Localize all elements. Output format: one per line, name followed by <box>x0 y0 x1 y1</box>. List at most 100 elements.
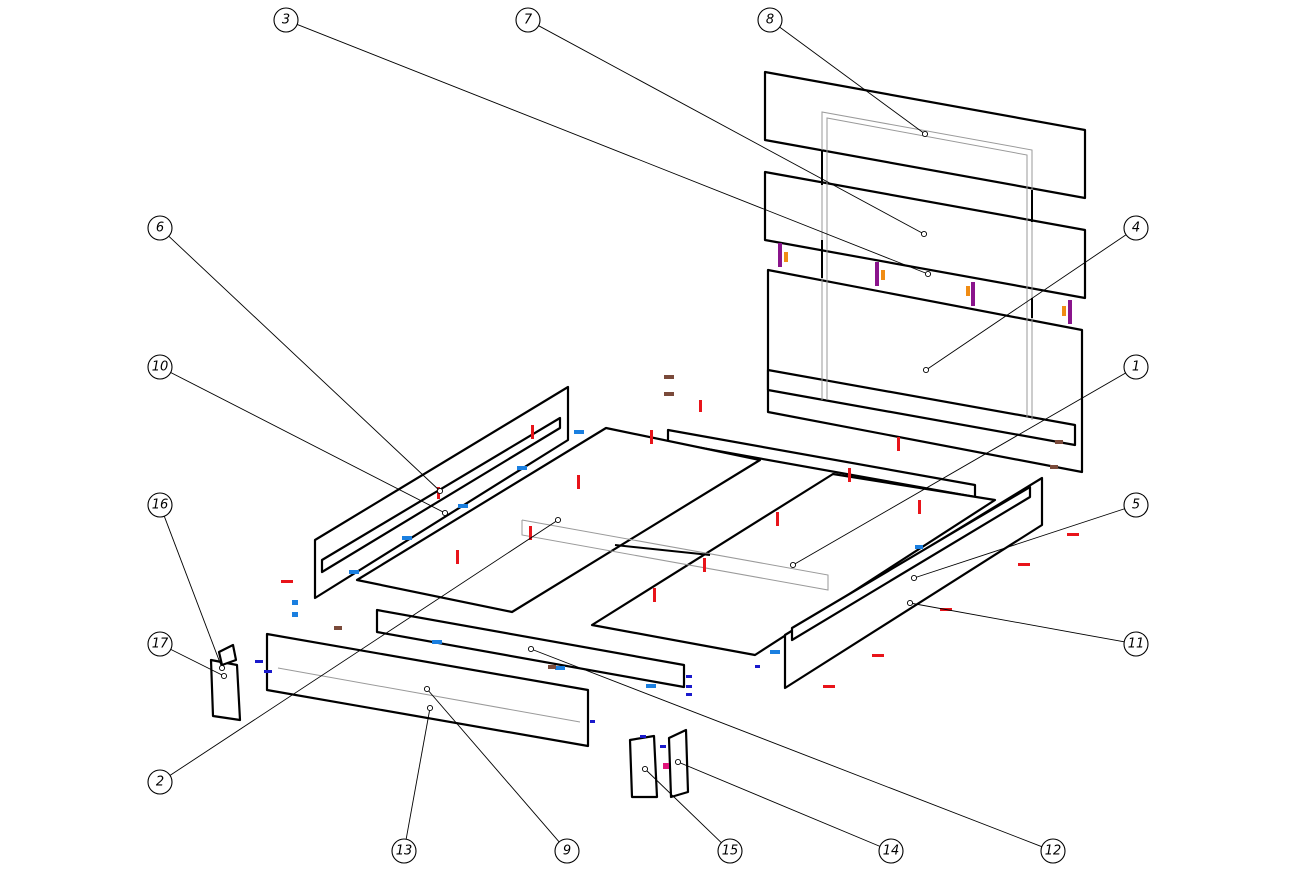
callout-10: 10 <box>147 354 449 517</box>
connector-blue-mark <box>349 570 359 574</box>
connector-blue-mark <box>458 504 468 508</box>
callout-bubble <box>878 838 904 864</box>
callout-bubble <box>273 7 299 33</box>
leader-line <box>296 23 929 275</box>
dowel-dark_blue-mark <box>686 675 692 678</box>
cam-brown-mark <box>334 626 342 630</box>
connector-blue-mark <box>646 684 656 688</box>
nut-orange-mark <box>1062 306 1066 316</box>
bolt-purple-mark <box>875 262 879 286</box>
connector-blue-mark <box>292 612 298 617</box>
hardware-fasteners <box>255 243 1079 769</box>
part-11-right-inner-rail <box>790 485 1032 642</box>
connector-blue-mark <box>432 640 442 644</box>
leader-line <box>913 508 1125 579</box>
cam-brown-mark <box>548 665 556 669</box>
leader-line <box>163 516 223 669</box>
callout-number: 2 <box>156 775 164 790</box>
cam-brown-mark <box>1055 440 1063 444</box>
callout-5: 5 <box>910 492 1149 582</box>
screw-red-mark <box>776 512 779 526</box>
callout-bubble <box>147 215 173 241</box>
callout-bubble <box>391 838 417 864</box>
screw-red-mark <box>1018 563 1030 566</box>
screw-red-mark <box>650 430 653 444</box>
parts <box>209 70 1087 799</box>
part-17-leg <box>209 658 242 722</box>
callout-number: 5 <box>1132 498 1140 513</box>
leader-line <box>909 602 1125 643</box>
dowel-dark_blue-mark <box>590 720 595 723</box>
callout-number: 15 <box>722 844 739 859</box>
callout-number: 10 <box>152 360 169 375</box>
screw-red-mark <box>823 685 835 688</box>
bolt-purple-mark <box>778 243 782 267</box>
dowel-dark_blue-mark <box>755 665 760 668</box>
leader-anchor <box>789 561 797 569</box>
callout-16: 16 <box>147 492 226 672</box>
callout-number: 13 <box>396 844 413 859</box>
leader-line <box>644 768 722 843</box>
leader-line <box>405 707 431 840</box>
callout-bubble <box>147 354 173 380</box>
dowel-dark_blue-mark <box>686 685 692 688</box>
callout-number: 7 <box>524 13 533 28</box>
leader-anchor <box>527 645 535 653</box>
callout-bubble <box>147 631 173 657</box>
connector-blue-mark <box>517 466 527 470</box>
leader-anchor <box>554 516 562 524</box>
connector-blue-mark <box>574 430 584 434</box>
leader-anchor <box>910 574 918 582</box>
leader-line <box>168 235 441 492</box>
leader-anchor <box>218 664 226 672</box>
callout-17: 17 <box>147 631 228 680</box>
leader-line <box>779 26 926 135</box>
bracket-pink-mark <box>663 763 669 769</box>
leader-line <box>169 519 559 776</box>
callout-bubble <box>1123 631 1149 657</box>
screw-red-mark <box>1067 533 1079 536</box>
callout-bubble <box>1123 354 1149 380</box>
callout-7: 7 <box>515 7 928 238</box>
leader-anchor <box>441 509 449 517</box>
callout-9: 9 <box>423 685 580 864</box>
nut-orange-mark <box>966 286 970 296</box>
leader-line <box>426 688 560 843</box>
leader-line <box>170 372 446 514</box>
screw-red-mark <box>699 400 702 412</box>
leader-anchor <box>423 685 431 693</box>
screw-red-mark <box>653 588 656 602</box>
callout-12: 12 <box>527 645 1066 864</box>
callout-bubble <box>554 838 580 864</box>
leader-anchor <box>906 599 914 607</box>
callout-number: 9 <box>563 844 571 859</box>
dowel-dark_blue-mark <box>686 693 692 696</box>
callout-bubble <box>515 7 541 33</box>
callout-number: 1 <box>1132 360 1140 375</box>
callout-13: 13 <box>391 704 434 864</box>
screw-red-mark <box>577 475 580 489</box>
leader-line <box>538 25 925 235</box>
leader-line <box>677 761 881 847</box>
headboard-frame <box>821 111 1033 420</box>
leader-anchor <box>921 130 929 138</box>
leader-line <box>530 648 1042 848</box>
screw-red-mark <box>456 550 459 564</box>
callout-number: 16 <box>152 498 169 513</box>
leader-anchor <box>674 758 682 766</box>
screw-red-mark <box>848 468 851 482</box>
connector-blue-mark <box>770 650 780 654</box>
connector-blue-mark <box>915 545 923 549</box>
leader-anchor <box>641 765 649 773</box>
leader-line <box>792 372 1126 566</box>
callout-bubble <box>1123 215 1149 241</box>
callout-number: 8 <box>766 13 774 28</box>
connector-blue-mark <box>292 600 298 605</box>
callout-15: 15 <box>641 765 743 864</box>
callout-1: 1 <box>789 354 1149 569</box>
screw-red-mark <box>281 580 293 583</box>
cam-brown-mark <box>1050 465 1058 469</box>
callout-bubble <box>147 492 173 518</box>
dowel-dark_blue-mark <box>255 660 263 663</box>
nut-orange-mark <box>881 270 885 280</box>
